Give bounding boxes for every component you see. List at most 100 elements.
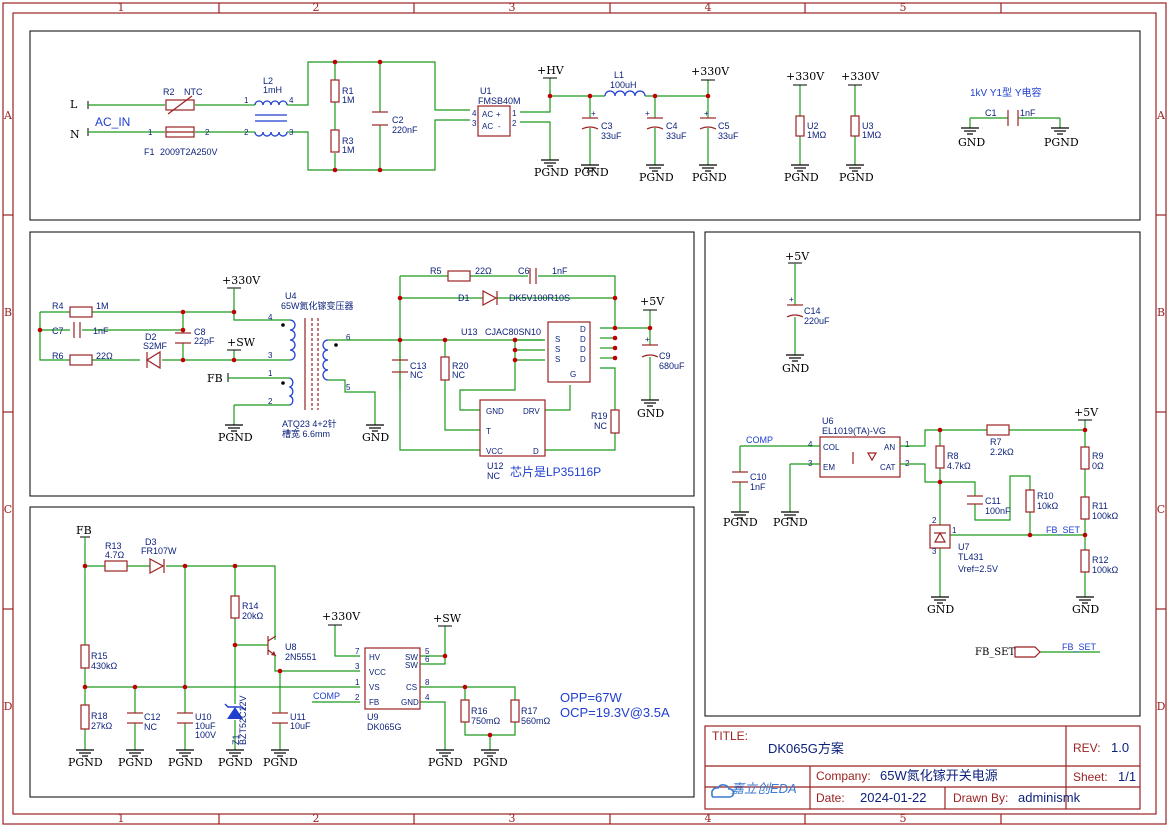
resistor-r8 xyxy=(935,445,945,469)
z1-val: BZT52C12V xyxy=(238,695,248,745)
ground-symbols xyxy=(731,354,1094,604)
u3-rail-label: +330V xyxy=(841,70,880,83)
r5-val: 22Ω xyxy=(475,266,492,276)
junction-dots xyxy=(332,59,711,173)
rev-label: REV: xyxy=(1073,741,1101,755)
c5-val: 33uF xyxy=(718,131,739,141)
c3-ref: C3 xyxy=(601,121,613,131)
mos-pin: S xyxy=(555,355,560,364)
frame-ticks xyxy=(3,3,1166,824)
r15-ref: R15 xyxy=(91,651,108,661)
section-transformer xyxy=(29,231,695,497)
r19-ref: R19 xyxy=(591,411,608,421)
pgnd-label: PGND xyxy=(1044,136,1079,149)
electrolytic-cap-c3: + xyxy=(581,109,599,130)
c13-val: NC xyxy=(410,370,423,380)
v5-label: +5V xyxy=(785,250,810,263)
mos-pin: S xyxy=(555,335,560,344)
svg-text:1: 1 xyxy=(952,526,957,535)
pgnd-label: PGND xyxy=(784,171,819,184)
col-label-top: 3 xyxy=(509,1,516,14)
gnd-label: GND xyxy=(927,603,954,616)
row-label-right: B xyxy=(1157,306,1165,319)
gnd-label: GND xyxy=(782,362,809,375)
section-controller xyxy=(29,506,695,798)
u12-ref: U12 xyxy=(487,461,504,471)
flyback-transformer: 43 12 65 xyxy=(268,313,351,410)
svg-text:6: 6 xyxy=(425,655,430,664)
row-label-right: C xyxy=(1157,503,1165,516)
pgnd-label: PGND xyxy=(263,756,298,769)
opp-note: OPP=67W xyxy=(560,690,623,705)
svg-text:2: 2 xyxy=(512,119,517,128)
u9-pin: CS xyxy=(406,683,417,692)
ac-in-net-label: AC_IN xyxy=(95,115,130,129)
d2-val: S2MF xyxy=(143,341,168,351)
mos-pin: D xyxy=(580,335,586,344)
gnd-label: GND xyxy=(637,407,664,420)
l1-ref: L1 xyxy=(614,70,624,80)
drawn-by-value: adminismk xyxy=(1018,790,1081,805)
u11-val: 10uF xyxy=(290,721,311,731)
svg-text:AC: AC xyxy=(482,122,493,131)
u12-pin: D xyxy=(533,447,539,456)
d1-val: DK5V100R10S xyxy=(509,293,570,303)
u3-val: 1MΩ xyxy=(862,130,882,140)
f1-ref: F1 xyxy=(144,147,155,157)
u13-val: CJAC80SN10 xyxy=(485,327,541,337)
fb-label: FB xyxy=(76,524,92,537)
r2-ref: R2 xyxy=(163,87,175,97)
u10-val: 10uF xyxy=(195,721,216,731)
u7-vref: Vref=2.5V xyxy=(958,564,998,574)
l2-ref: L2 xyxy=(263,76,273,86)
junction-dots xyxy=(37,295,653,363)
comp-label: COMP xyxy=(746,435,773,445)
u2-ref: U2 xyxy=(807,121,819,131)
mosfet-u13 xyxy=(547,321,591,383)
r8-val: 4.7kΩ xyxy=(947,461,971,471)
u10-ref: U10 xyxy=(195,712,212,722)
resistor-r19 xyxy=(610,409,620,434)
resistor-r4 xyxy=(69,306,93,318)
u13-ref: U13 xyxy=(461,327,478,337)
resistor-r15 xyxy=(80,644,90,669)
electrolytic-cap-c4: + xyxy=(645,109,664,130)
transformer-section: +330V +SW FB R4 1M C7 1nF R6 22Ω D2 S2MF xyxy=(37,266,685,481)
feedback-section: +5V + C14 220uF COL EM AN CAT U6 EL1019(… xyxy=(723,250,1119,658)
r13-ref: R13 xyxy=(105,541,122,551)
pgnd-label: PGND xyxy=(534,166,569,179)
svg-text:3: 3 xyxy=(268,351,273,360)
u3-ref: U3 xyxy=(862,121,874,131)
resistor-r17 xyxy=(510,699,520,723)
date-value: 2024-01-22 xyxy=(860,790,927,805)
col-label-bottom: 5 xyxy=(900,812,907,825)
c10-val: 1nF xyxy=(750,482,766,492)
u9-pin: SW xyxy=(405,653,418,662)
c6-val: 1nF xyxy=(552,266,568,276)
c8-val: 22pF xyxy=(194,336,215,346)
r3-val: 1M xyxy=(342,145,355,155)
gnd-label: GND xyxy=(958,136,985,149)
shunt-regulator-u7 xyxy=(929,524,951,549)
frame-col-labels: 1 2 3 4 5 1 2 3 4 5 xyxy=(118,1,907,825)
pgnd-label: PGND xyxy=(773,516,808,529)
r2-val: NTC xyxy=(184,87,203,97)
c3-val: 33uF xyxy=(601,131,622,141)
r11-ref: R11 xyxy=(1092,501,1108,511)
svg-text:3: 3 xyxy=(355,662,360,671)
resistor-r7 xyxy=(986,424,1010,436)
diode-d1 xyxy=(482,289,498,307)
r8-ref: R8 xyxy=(947,451,959,461)
r1-val: 1M xyxy=(342,95,355,105)
r10-val: 10kΩ xyxy=(1037,501,1059,511)
u2-rail-label: +330V xyxy=(786,70,825,83)
v330-label: +330V xyxy=(222,274,261,287)
bridge-rectifier xyxy=(477,105,511,137)
ocp-note: OCP=19.3V@3.5A xyxy=(560,705,670,720)
col-label-bottom: 4 xyxy=(705,812,712,825)
c14-ref: C14 xyxy=(804,306,821,316)
sw-label: +SW xyxy=(433,612,462,625)
svg-text:5: 5 xyxy=(346,383,351,392)
c1-ref: C1 xyxy=(985,108,997,118)
svg-text:4: 4 xyxy=(808,440,813,449)
